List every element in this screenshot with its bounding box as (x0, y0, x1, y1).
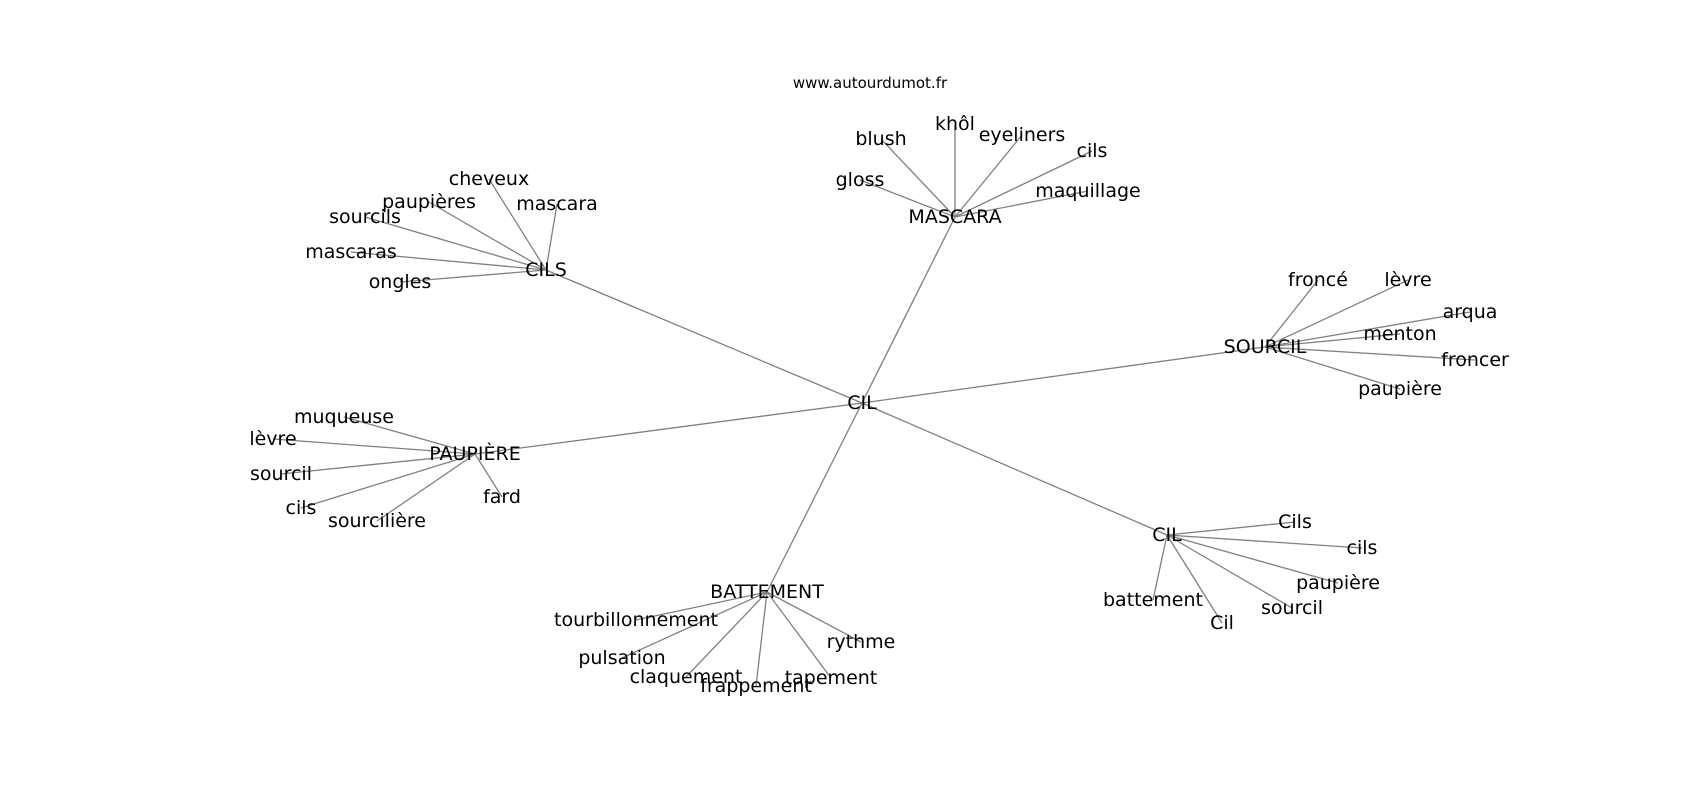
leaf-node-battement-3[interactable]: frappement (700, 675, 812, 697)
hub-node-cils[interactable]: CILS (525, 259, 567, 281)
edge-cil-leaf-2 (1166, 534, 1339, 584)
edge-paupiere-leaf-3 (300, 453, 476, 509)
hub-node-sourcil[interactable]: SOURCIL (1224, 336, 1307, 358)
edge-cil-leaf-1 (1166, 534, 1363, 549)
edge-mascara-leaf-1 (880, 138, 956, 218)
edge-center-mascara (861, 216, 956, 404)
leaf-node-mascara-0[interactable]: gloss (836, 169, 885, 191)
edge-center-cils (545, 269, 863, 404)
leaf-node-cil-3[interactable]: sourcil (1261, 597, 1323, 619)
edge-battement-leaf-3 (755, 591, 768, 687)
leaf-node-cils-2[interactable]: mascara (516, 193, 598, 215)
edge-paupiere-leaf-0 (343, 416, 476, 455)
leaf-node-sourcil-2[interactable]: arqua (1443, 301, 1498, 323)
leaf-node-mascara-1[interactable]: blush (855, 128, 906, 150)
edge-mascara-leaf-3 (954, 134, 1023, 218)
hub-node-battement[interactable]: BATTEMENT (710, 581, 824, 603)
leaf-node-sourcil-3[interactable]: menton (1363, 323, 1436, 345)
leaf-node-paupiere-2[interactable]: sourcil (250, 463, 312, 485)
leaf-node-sourcil-5[interactable]: paupière (1358, 378, 1442, 400)
hub-node-mascara[interactable]: MASCARA (908, 206, 1001, 228)
leaf-node-sourcil-0[interactable]: froncé (1288, 269, 1348, 291)
leaf-node-battement-0[interactable]: tourbillonnement (554, 609, 718, 631)
edge-cils-leaf-0 (488, 178, 547, 271)
leaf-node-paupiere-1[interactable]: lèvre (249, 428, 296, 450)
edge-paupiere-leaf-4 (376, 453, 476, 522)
edge-center-sourcil (861, 346, 1266, 404)
leaf-node-cil-5[interactable]: battement (1103, 589, 1203, 611)
edge-cil-leaf-4 (1166, 534, 1223, 624)
leaf-node-cils-3[interactable]: sourcils (329, 206, 401, 228)
edge-sourcil-leaf-4 (1264, 346, 1476, 361)
leaf-node-paupiere-3[interactable]: cils (286, 497, 317, 519)
edge-battement-leaf-1 (621, 591, 768, 659)
edge-sourcil-leaf-0 (1264, 279, 1319, 348)
edge-cil-leaf-0 (1166, 521, 1296, 536)
edge-sourcil-leaf-3 (1264, 333, 1401, 348)
edge-cils-leaf-5 (399, 269, 547, 283)
edge-paupiere-leaf-2 (280, 453, 476, 475)
edge-cil-leaf-3 (1166, 534, 1293, 609)
center-node[interactable]: CIL (847, 392, 877, 414)
edge-cils-leaf-4 (350, 251, 547, 271)
edge-battement-leaf-0 (635, 591, 768, 621)
leaf-node-sourcil-4[interactable]: froncer (1441, 349, 1509, 371)
leaf-node-battement-5[interactable]: rythme (827, 631, 896, 653)
edge-mascara-leaf-4 (954, 150, 1093, 218)
edge-sourcil-leaf-5 (1264, 346, 1401, 390)
leaf-node-battement-1[interactable]: pulsation (578, 647, 665, 669)
edge-battement-leaf-5 (766, 591, 862, 643)
leaf-node-battement-4[interactable]: tapement (785, 667, 878, 689)
leaf-node-mascara-5[interactable]: maquillage (1035, 180, 1140, 202)
edge-cils-leaf-2 (545, 203, 558, 271)
graph-edges (272, 124, 1476, 687)
leaf-node-paupiere-0[interactable]: muqueuse (294, 406, 394, 428)
edge-center-paupiere (474, 402, 863, 455)
leaf-node-cil-2[interactable]: paupière (1296, 572, 1380, 594)
edge-sourcil-leaf-1 (1264, 279, 1409, 348)
leaf-node-cil-0[interactable]: Cils (1278, 511, 1312, 533)
edge-battement-leaf-2 (685, 591, 768, 678)
leaf-node-paupiere-5[interactable]: fard (483, 486, 521, 508)
edge-center-cil (861, 402, 1168, 536)
leaf-node-sourcil-1[interactable]: lèvre (1384, 269, 1431, 291)
hub-node-paupiere[interactable]: PAUPIÈRE (429, 442, 520, 465)
leaf-node-cils-1[interactable]: paupières (382, 191, 476, 213)
leaf-node-cil-4[interactable]: Cil (1210, 612, 1234, 634)
leaf-node-mascara-2[interactable]: khôl (935, 113, 975, 135)
hub-node-cil[interactable]: CIL (1152, 524, 1182, 546)
leaf-node-mascara-4[interactable]: cils (1077, 140, 1108, 162)
site-url: www.autourdumot.fr (793, 74, 948, 92)
edge-sourcil-leaf-2 (1264, 311, 1471, 348)
edge-mascara-leaf-0 (859, 179, 956, 218)
edge-cil-leaf-5 (1152, 534, 1168, 601)
leaf-node-cils-5[interactable]: ongles (369, 271, 432, 293)
edge-mascara-leaf-5 (954, 190, 1089, 218)
leaf-node-mascara-3[interactable]: eyeliners (979, 124, 1066, 146)
leaf-node-battement-2[interactable]: claquement (630, 666, 743, 688)
leaf-node-paupiere-4[interactable]: sourcilière (328, 510, 426, 532)
edge-cils-leaf-3 (364, 216, 547, 271)
leaf-node-cil-1[interactable]: cils (1347, 537, 1378, 559)
edge-paupiere-leaf-1 (272, 438, 476, 455)
edge-center-battement (766, 402, 863, 593)
leaf-node-cils-4[interactable]: mascaras (305, 241, 397, 263)
edge-paupiere-leaf-5 (474, 453, 503, 498)
edge-cils-leaf-1 (428, 201, 547, 271)
edge-battement-leaf-4 (766, 591, 832, 679)
leaf-node-cils-0[interactable]: cheveux (449, 168, 529, 190)
